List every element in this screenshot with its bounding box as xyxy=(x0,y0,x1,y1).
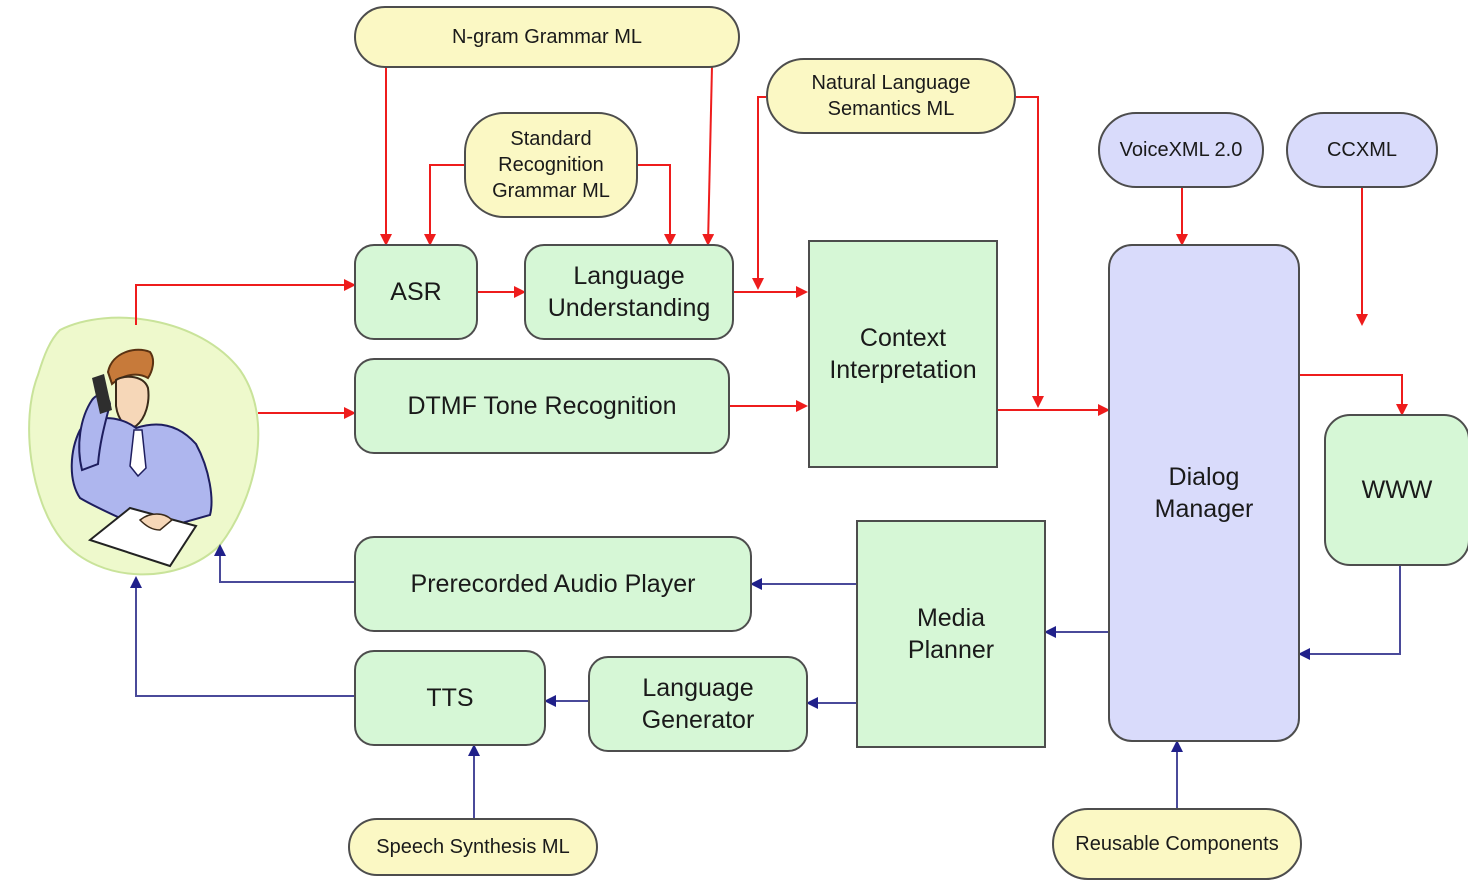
media-planner-label: Media Planner xyxy=(907,604,995,664)
nlsml-label: Natural Language Semantics ML xyxy=(811,72,971,120)
connector-nlsml-to-dialog xyxy=(1016,96,1044,408)
voicexml-node: VoiceXML 2.0 xyxy=(1098,112,1264,188)
connector-tts-to-user xyxy=(130,576,354,697)
nlsml-node: Natural Language Semantics ML xyxy=(766,58,1016,134)
connector-nlsml-to-context xyxy=(752,96,766,290)
ccxml-node: CCXML xyxy=(1286,112,1438,188)
language-generator-node: Language Generator xyxy=(588,656,808,752)
connector-user-to-asr xyxy=(135,279,356,325)
language-understanding-label: Language Understanding xyxy=(547,262,711,322)
dialog-manager-node: Dialog Manager xyxy=(1108,244,1300,742)
media-planner-node: Media Planner xyxy=(856,520,1046,748)
tts-node: TTS xyxy=(354,650,546,746)
srgs-ml-label: Standard Recognition Grammar ML xyxy=(492,128,610,202)
reusable-components-label: Reusable Components xyxy=(1075,833,1279,855)
dtmf-label: DTMF Tone Recognition xyxy=(407,392,677,420)
ngram-grammar-ml-node: N-gram Grammar ML xyxy=(354,6,740,68)
connector-www-to-dialog xyxy=(1298,566,1401,660)
context-interpretation-node: Context Interpretation xyxy=(808,240,998,468)
ccxml-label: CCXML xyxy=(1326,139,1397,161)
connector-dialog-to-www xyxy=(1298,374,1408,416)
context-interpretation-label: Context Interpretation xyxy=(829,324,977,384)
ssml-label: Speech Synthesis ML xyxy=(376,836,570,858)
user-on-phone-icon xyxy=(28,316,260,576)
www-node: WWW xyxy=(1324,414,1468,566)
srgs-ml-node: Standard Recognition Grammar ML xyxy=(464,112,638,218)
connector-ngram-to-lu xyxy=(702,65,715,246)
asr-label: ASR xyxy=(390,278,442,306)
prerecorded-audio-player-node: Prerecorded Audio Player xyxy=(354,536,752,632)
connector-srgs-to-asr xyxy=(424,164,465,246)
ssml-node: Speech Synthesis ML xyxy=(348,818,598,876)
asr-node: ASR xyxy=(354,244,478,340)
language-understanding-node: Language Understanding xyxy=(524,244,734,340)
language-generator-label: Language Generator xyxy=(641,674,755,734)
voicexml-label: VoiceXML 2.0 xyxy=(1119,139,1243,161)
prerecorded-audio-player-label: Prerecorded Audio Player xyxy=(410,570,696,598)
dialog-manager-label: Dialog Manager xyxy=(1154,463,1254,523)
ngram-grammar-ml-label: N-gram Grammar ML xyxy=(451,26,642,48)
connector-srgs-to-lu xyxy=(638,164,676,246)
tts-label: TTS xyxy=(426,684,474,712)
www-label: WWW xyxy=(1361,476,1433,504)
dtmf-node: DTMF Tone Recognition xyxy=(354,358,730,454)
reusable-components-node: Reusable Components xyxy=(1052,808,1302,880)
connector-audio-to-user xyxy=(214,544,354,583)
